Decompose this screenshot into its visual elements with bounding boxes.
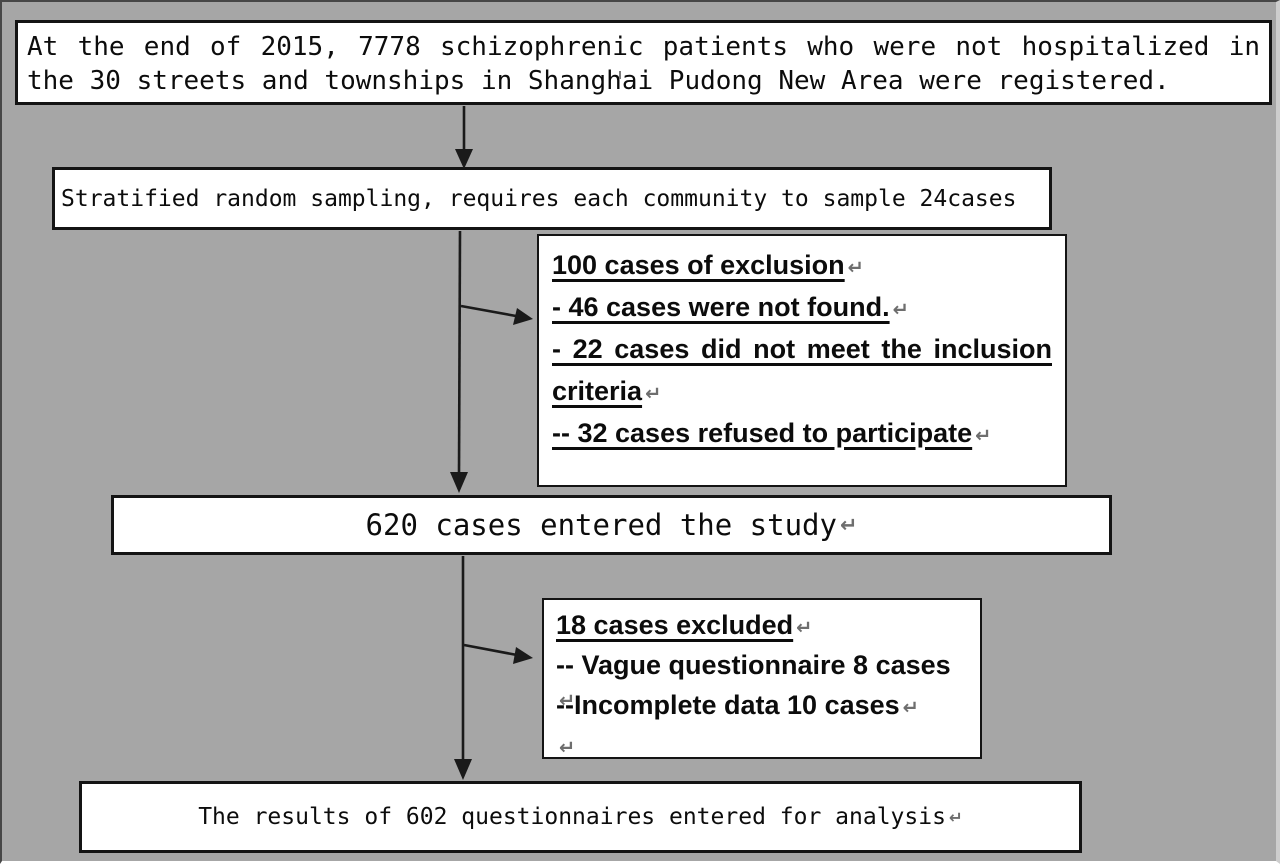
return-mark-icon: ↵ [892,298,909,321]
exclusion-100-title: 100 cases of exclusion [552,250,845,280]
return-mark-icon: ↵ [847,256,864,279]
exclusion-100-title-row: 100 cases of exclusion↵ [552,248,1052,290]
return-mark-icon: ↵ [796,616,813,639]
arrow-branch-to-excluded-18 [463,643,533,664]
arrow-620-to-final [454,556,472,780]
arrow-sampling-to-620 [450,230,468,493]
registered-patients-line1: At the end of 2015, 7778 schizophrenic p… [27,32,1260,62]
excluded-18-title-row: 18 cases excluded↵ [556,609,968,649]
flow-node-stratified-sampling: Stratified random sampling, requires eac… [52,167,1052,230]
return-mark-icon: ↵ [975,424,992,447]
exclusion-100-item-inclusion-criteria-line2: criteria↵ [552,374,1052,416]
arrow-registered-to-sampling [455,106,473,169]
exclusion-100-item2a-text: - 22 cases did not meet the inclusion [552,334,1052,364]
exclusion-100-item-refused: -- 32 cases refused to participate↵ [552,416,1052,458]
excluded-18-title: 18 cases excluded [556,610,794,640]
exclusion-100-item-not-found: - 46 cases were not found.↵ [552,290,1052,332]
return-mark-icon: ↵ [902,696,919,719]
return-mark-icon: ↵ [948,807,963,827]
flow-node-registered-patients: At the end of 2015, 7778 schizophrenic p… [15,20,1272,105]
flow-node-exclusion-100: 100 cases of exclusion↵ - 46 cases were … [537,234,1067,487]
excluded-18-empty-row: ↵ [556,729,968,769]
return-mark-icon: ↵ [559,736,576,759]
exclusion-100-item2b-text: criteria [552,376,643,406]
return-mark-icon: ↵ [645,382,662,405]
flow-node-602-analysis: The results of 602 questionnaires entere… [79,781,1082,853]
620-entered-text: 620 cases entered the study [365,508,837,542]
exclusion-100-item-inclusion-criteria-line1: - 22 cases did not meet the inclusion [552,332,1052,374]
registered-patients-line2: the 30 streets and townships in Shanghai… [27,66,1170,96]
return-mark-icon: ↵ [839,513,858,537]
excluded-18-item-vague: -- Vague questionnaire 8 cases ↵ [556,649,968,712]
flow-node-excluded-18: 18 cases excluded↵ -- Vague questionnair… [542,598,982,759]
flow-node-620-entered: 620 cases entered the study↵ [111,495,1112,555]
excluded-18-item2-text: --Incomplete data 10 cases [556,690,900,720]
arrow-branch-to-exclusion-100 [460,304,533,325]
exclusion-100-item1-text: - 46 cases were not found. [552,292,890,322]
return-mark-icon: ↵ [559,689,576,712]
stray-paragraph-mark [619,71,621,79]
stratified-sampling-text: Stratified random sampling, requires eac… [61,185,1017,212]
excluded-18-item1-text: -- Vague questionnaire 8 cases [556,650,951,680]
excluded-18-item-incomplete: --Incomplete data 10 cases↵ [556,689,968,729]
602-analysis-text: The results of 602 questionnaires entere… [198,804,946,830]
exclusion-100-item3-text: -- 32 cases refused to participate [552,418,973,448]
